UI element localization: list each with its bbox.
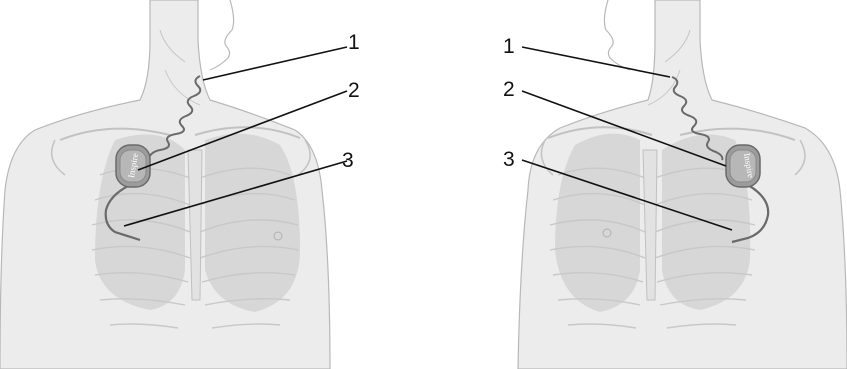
face-contour bbox=[210, 0, 234, 70]
callout-number-2: 2 bbox=[503, 78, 515, 101]
callout-number-3: 3 bbox=[503, 148, 515, 171]
leader-line-1 bbox=[203, 47, 347, 80]
callout-number-1: 1 bbox=[348, 31, 360, 54]
callout-number-2: 2 bbox=[348, 79, 360, 102]
left-figure: Inspire 1 2 3 bbox=[0, 0, 360, 369]
callout-number-1: 1 bbox=[503, 35, 515, 58]
callout-number-3: 3 bbox=[342, 149, 354, 172]
implant-device: Inspire bbox=[116, 145, 150, 187]
right-figure: Inspire 1 2 3 bbox=[503, 0, 847, 369]
face-contour bbox=[604, 0, 630, 70]
implant-device: Inspire bbox=[726, 145, 760, 187]
leader-line-1 bbox=[522, 47, 670, 77]
